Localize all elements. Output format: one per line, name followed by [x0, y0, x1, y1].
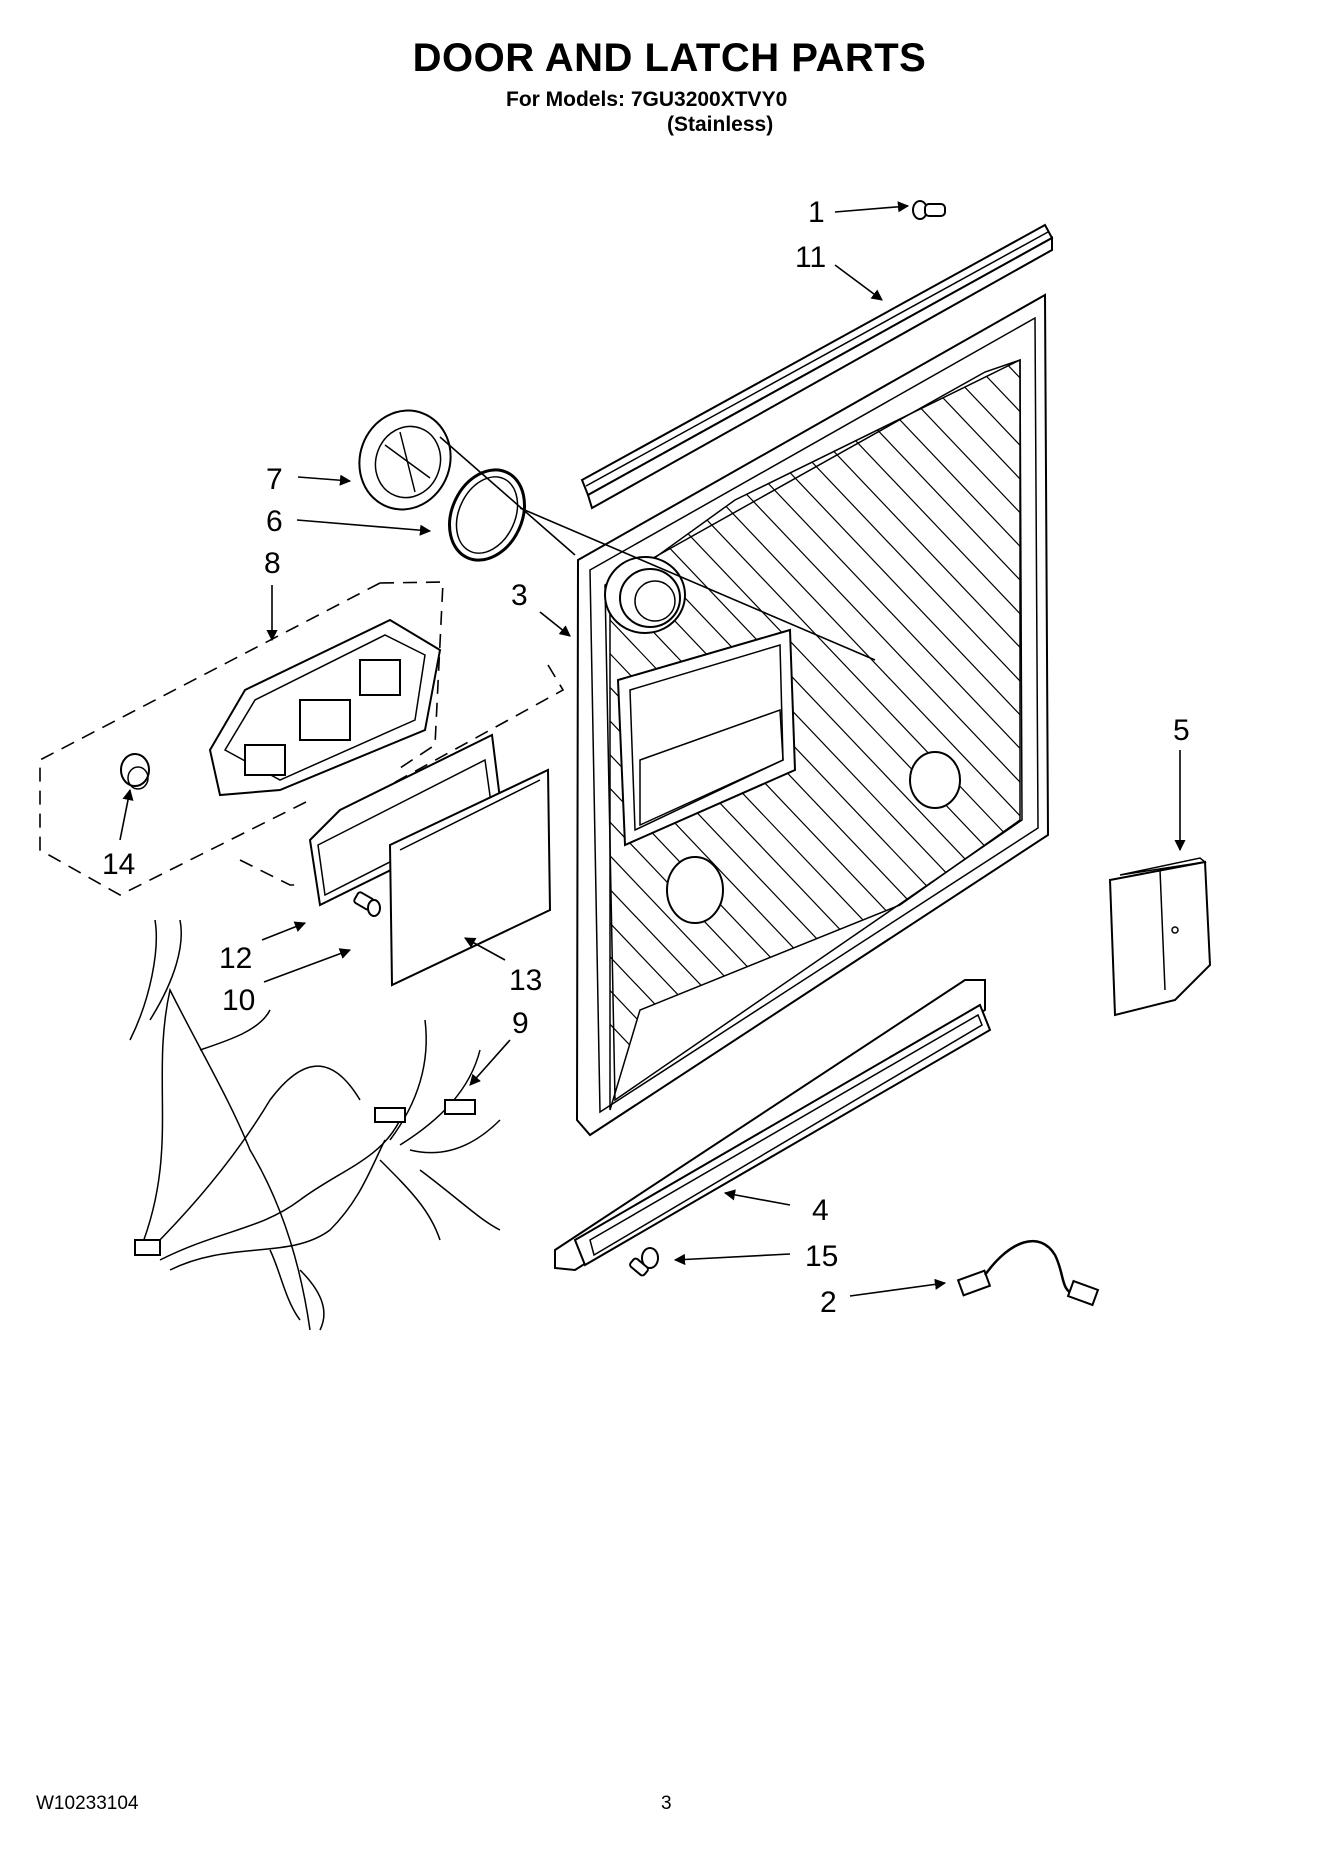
- hatch-line: [1080, 340, 1339, 1140]
- screw-part-15: [629, 1247, 659, 1277]
- finish-line: (Stainless): [667, 113, 774, 136]
- callout-12: 12: [219, 942, 252, 975]
- hatch-line: [887, 360, 1020, 1110]
- callout-10: 10: [222, 984, 255, 1017]
- callout-2: 2: [820, 1286, 837, 1319]
- hatch-line: [855, 360, 1020, 1110]
- latch-assembly: [208, 581, 565, 797]
- hatch-line: [1240, 340, 1339, 1140]
- callout-15: 15: [805, 1240, 838, 1273]
- callout-11: 11: [795, 241, 826, 274]
- leader-arrows: [119, 201, 1186, 1297]
- hatch-line: [1048, 340, 1339, 1140]
- vent-gasket: [448, 468, 526, 562]
- hatch-line: [1272, 340, 1339, 1140]
- hatch-line: [727, 360, 1020, 1110]
- door-trim-strip: [580, 223, 1054, 510]
- screw-part-10: [353, 891, 381, 917]
- inner-door-panel: [575, 293, 1339, 1140]
- hatch-line: [610, 360, 753, 1110]
- wiring-harness: [129, 919, 501, 1331]
- callout-1: 1: [808, 196, 825, 229]
- callout-5: 5: [1173, 714, 1190, 747]
- callout-7: 7: [266, 463, 283, 496]
- hatch-line: [1208, 340, 1339, 1140]
- hatch-line: [1304, 340, 1339, 1140]
- hatch-line: [1176, 340, 1339, 1140]
- hatch-line: [1112, 340, 1339, 1140]
- page-title: DOOR AND LATCH PARTS: [412, 36, 927, 80]
- hatch-line: [610, 360, 1020, 1110]
- page-number: 3: [661, 1793, 672, 1814]
- models-line: For Models: 7GU3200XTVY0: [506, 88, 788, 111]
- callout-9: 9: [512, 1007, 529, 1040]
- hatch-line: [759, 360, 1020, 1110]
- control-panel-insulation: [388, 768, 552, 987]
- kick-plate: [554, 979, 992, 1272]
- latch-button: [120, 753, 150, 790]
- hatch-line: [695, 360, 1020, 1110]
- document-number: W10233104: [36, 1793, 139, 1814]
- callout-4: 4: [812, 1194, 829, 1227]
- vent-cover: [358, 409, 452, 511]
- callout-3: 3: [511, 579, 528, 612]
- callout-13: 13: [509, 964, 542, 997]
- screw-part-1: [912, 200, 946, 220]
- hatch-line: [823, 360, 1020, 1110]
- hatch-line: [791, 360, 1020, 1110]
- hatch-line: [610, 360, 1020, 1110]
- latch-bracket: [1108, 857, 1212, 1017]
- callout-14: 14: [102, 848, 135, 881]
- callout-8: 8: [264, 547, 281, 580]
- door-switch-cable: [956, 1239, 1100, 1307]
- callout-6: 6: [266, 505, 283, 538]
